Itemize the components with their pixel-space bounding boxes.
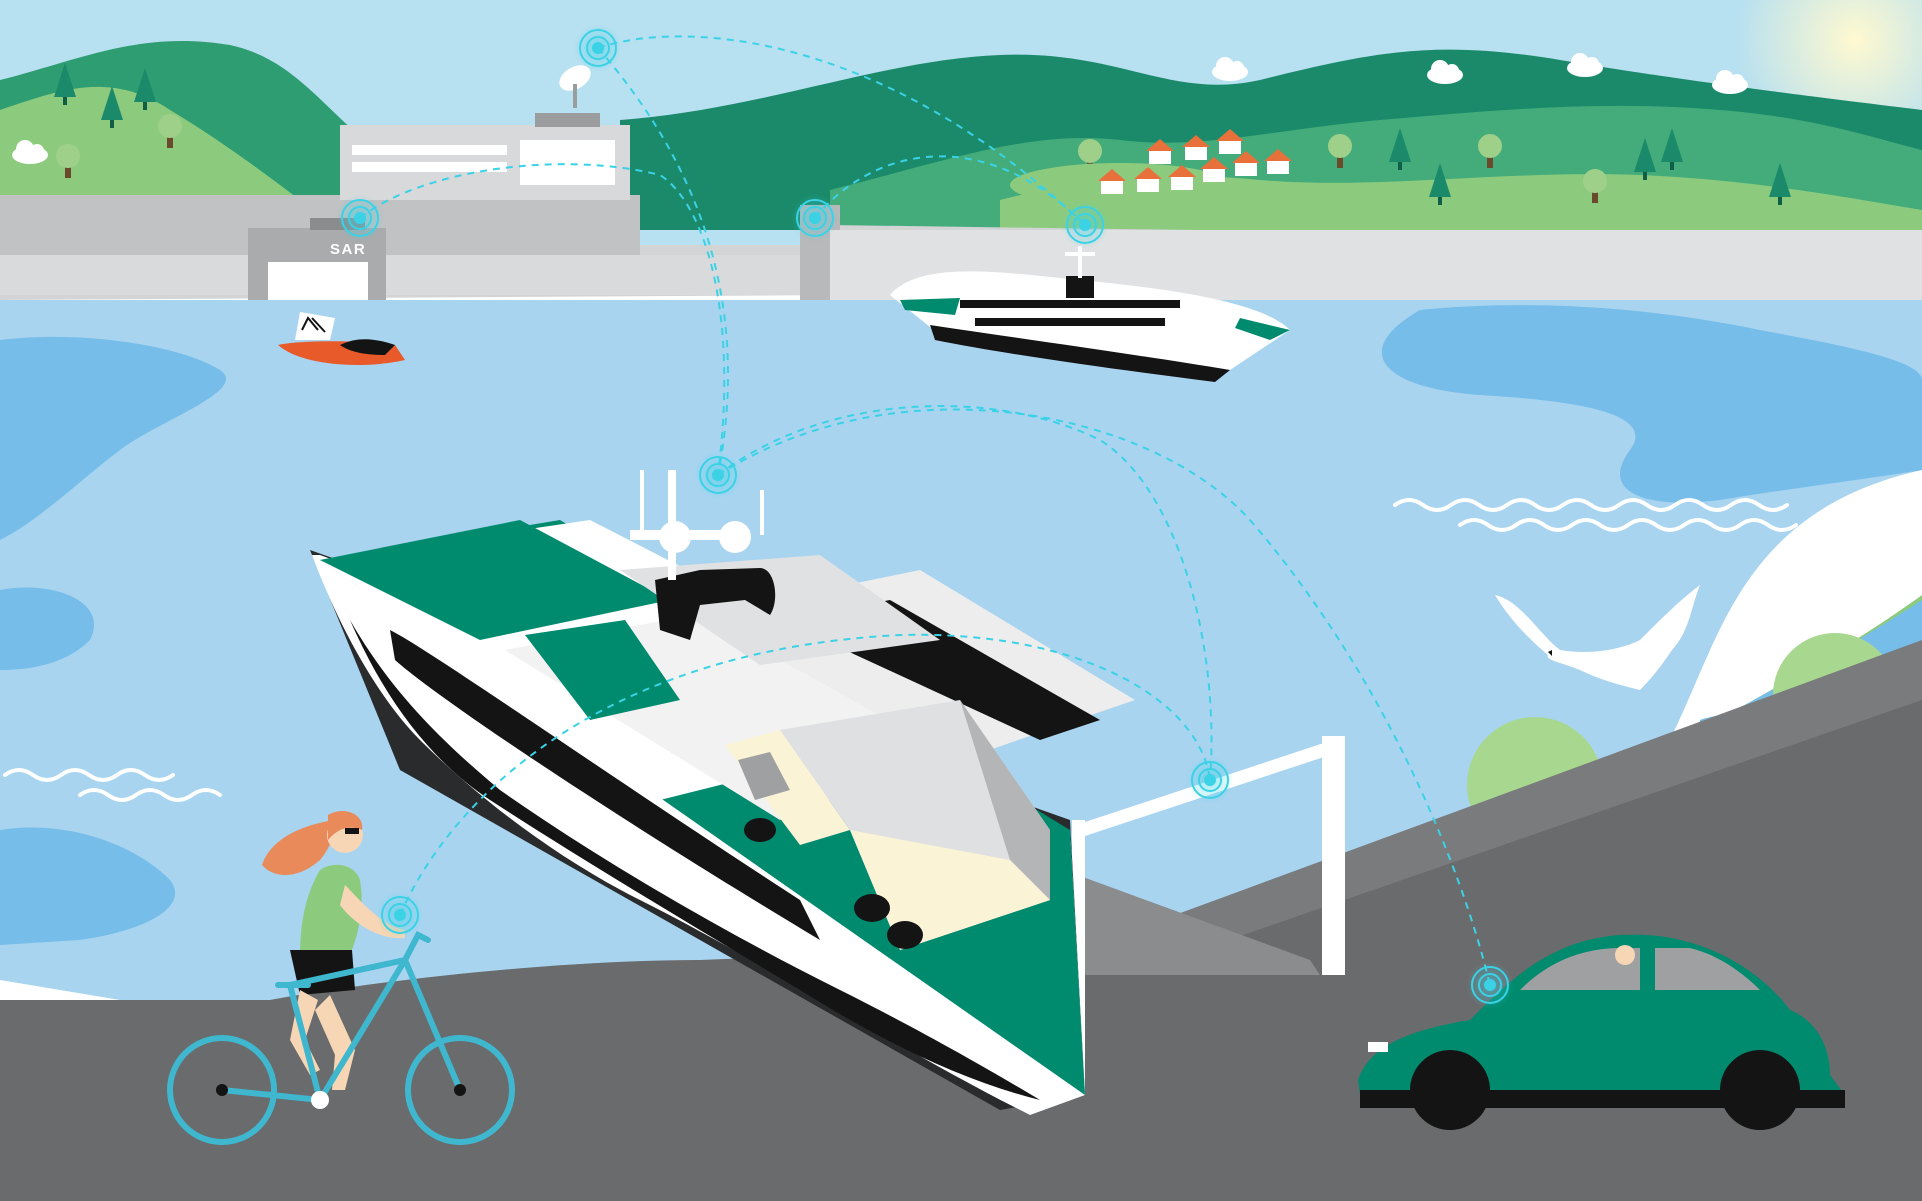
wifi-node-icon	[1060, 200, 1110, 250]
harbor-building	[340, 113, 630, 200]
wifi-node-icon	[1185, 755, 1235, 805]
wifi-node-icon	[573, 23, 623, 73]
wave	[3, 768, 175, 782]
village	[1010, 129, 1292, 207]
wifi-node-icon	[1465, 960, 1515, 1010]
water-deep-left-2	[0, 587, 94, 670]
satellite-dish-icon	[559, 65, 591, 108]
water-deep-left	[0, 336, 227, 540]
signal-links	[359, 35, 1491, 986]
rescue-boat	[278, 312, 405, 365]
sar-sign: SAR	[330, 241, 366, 258]
water-deep-right	[1381, 305, 1922, 503]
quay-front	[0, 255, 820, 295]
wave	[1458, 518, 1798, 532]
cyclist	[167, 810, 515, 1145]
bicycle	[167, 930, 515, 1145]
ferry-bridge	[655, 568, 776, 640]
main-ferry	[310, 470, 1135, 1115]
wifi-node-icon	[375, 890, 425, 940]
water-deep-bottom	[0, 827, 176, 945]
car	[1358, 934, 1845, 1130]
road-edge-light	[1080, 640, 1922, 950]
seagull	[1495, 585, 1700, 690]
far-ferry	[890, 246, 1290, 382]
wave	[1393, 498, 1789, 512]
wifi-node-icon	[790, 193, 840, 243]
truck	[725, 700, 1050, 950]
wifi-node-icon	[335, 193, 385, 243]
wave	[78, 788, 222, 802]
wifi-node-icon	[693, 450, 743, 500]
